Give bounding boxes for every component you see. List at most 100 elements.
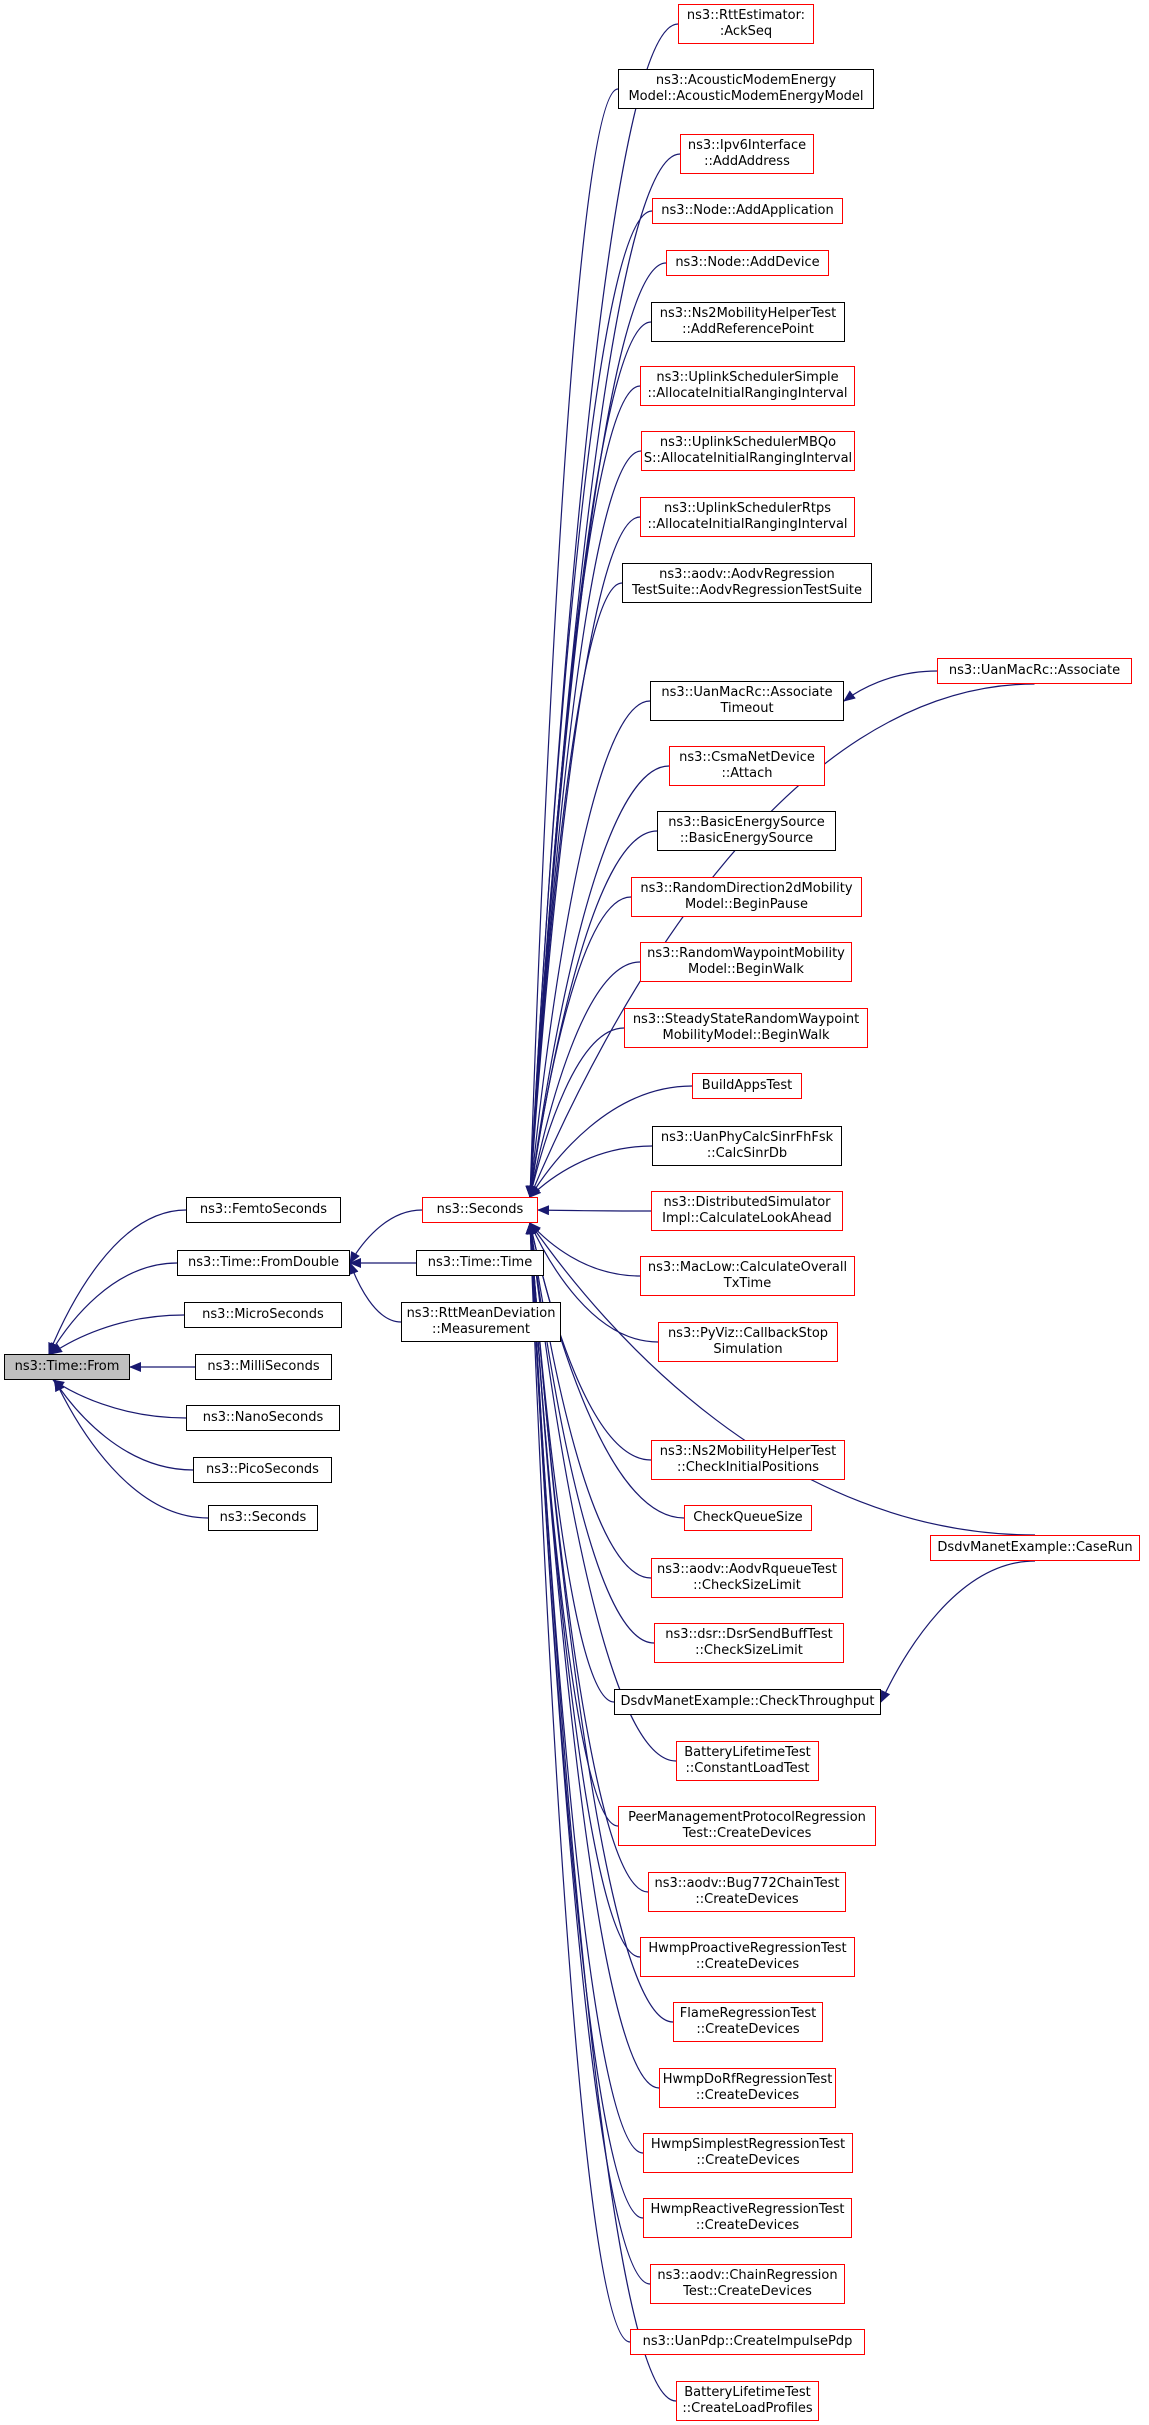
node-basic-energy[interactable]: ns3::BasicEnergySource::BasicEnergySourc… [657, 811, 836, 851]
node-ackseq[interactable]: ns3::RttEstimator::AckSeq [678, 4, 814, 44]
node-label-line: ns3::MacLow::CalculateOverall [647, 1260, 848, 1275]
node-csma-attach[interactable]: ns3::CsmaNetDevice::Attach [669, 746, 825, 786]
node-battery-profiles[interactable]: BatteryLifetimeTest::CreateLoadProfiles [676, 2381, 819, 2421]
node-ipv6-addaddr[interactable]: ns3::Ipv6Interface::AddAddress [680, 134, 814, 174]
node-label-line: ns3::UanMacRc::Associate [948, 663, 1121, 678]
node-node-adddev[interactable]: ns3::Node::AddDevice [666, 250, 829, 276]
node-label-line: ns3::CsmaNetDevice [679, 750, 815, 765]
node-nanoseconds[interactable]: ns3::NanoSeconds [186, 1405, 340, 1431]
node-label-line: ns3::dsr::DsrSendBuffTest [665, 1627, 833, 1642]
node-label-line: ::CheckSizeLimit [695, 1643, 803, 1658]
node-picoseconds[interactable]: ns3::PicoSeconds [193, 1457, 332, 1483]
node-label-line: ns3::BasicEnergySource [668, 815, 825, 830]
node-label-line: ns3::Ns2MobilityHelperTest [659, 306, 837, 321]
node-label-line: ns3::aodv::Bug772ChainTest [654, 1876, 840, 1891]
node-label-line: DsdvManetExample::CheckThroughput [620, 1694, 875, 1709]
node-label-line: Simulation [713, 1342, 783, 1357]
node-label-line: ::CalcSinrDb [706, 1146, 788, 1161]
node-seconds-left[interactable]: ns3::Seconds [208, 1505, 318, 1531]
node-battery-const[interactable]: BatteryLifetimeTest::ConstantLoadTest [676, 1741, 819, 1781]
node-label-line: ::CheckInitialPositions [676, 1460, 820, 1475]
edge-uanphy-calc-to-seconds [529, 1145, 653, 1198]
edge-dsdv-caserun-to-seconds [529, 1222, 1036, 1536]
node-label-line: ::AllocateInitialRangingInterval [647, 517, 848, 532]
node-from-double[interactable]: ns3::Time::FromDouble [177, 1250, 350, 1276]
edge-from-double-to-time-from [49, 1262, 178, 1355]
node-label-line: BatteryLifetimeTest [684, 2385, 811, 2400]
node-uanpdp-impulse[interactable]: ns3::UanPdp::CreateImpulsePdp [630, 2329, 865, 2355]
edge-aodv-regsuite-to-seconds [525, 582, 623, 1198]
node-uanmac-assoc[interactable]: ns3::UanMacRc::Associate [937, 658, 1132, 684]
node-label-line: TxTime [723, 1276, 772, 1291]
node-ns2-checkinit[interactable]: ns3::Ns2MobilityHelperTest::CheckInitial… [651, 1440, 845, 1480]
node-hwmp-proactive[interactable]: HwmpProactiveRegressionTest::CreateDevic… [640, 1937, 855, 1977]
edge-seconds-to-from-double [349, 1209, 423, 1264]
node-seconds[interactable]: ns3::Seconds [422, 1197, 538, 1223]
node-label-line: ns3::MicroSeconds [202, 1307, 324, 1322]
node-dsdv-caserun[interactable]: DsdvManetExample::CaseRun [930, 1535, 1140, 1561]
node-label-line: HwmpReactiveRegressionTest [650, 2202, 845, 2217]
node-label-line: ns3::FemtoSeconds [199, 1202, 328, 1217]
node-label-line: Impl::CalculateLookAhead [662, 1211, 832, 1226]
node-uplink-simple[interactable]: ns3::UplinkSchedulerSimple::AllocateInit… [640, 366, 855, 406]
edge-maclow-calc-to-seconds [529, 1222, 641, 1277]
node-dsdv-throughput[interactable]: DsdvManetExample::CheckThroughput [614, 1689, 881, 1715]
node-hwmp-simplest[interactable]: HwmpSimplestRegressionTest::CreateDevice… [643, 2133, 853, 2173]
node-label-line: ns3::UplinkSchedulerRtps [663, 501, 832, 516]
edge-dist-sim-to-seconds [537, 1205, 652, 1216]
node-build-apps[interactable]: BuildAppsTest [692, 1073, 802, 1099]
node-label-line: ns3::NanoSeconds [202, 1410, 324, 1425]
node-label-line: ns3::aodv::ChainRegression [657, 2268, 838, 2283]
node-label-line: ns3::Time::From [14, 1359, 120, 1374]
node-time-from[interactable]: ns3::Time::From [4, 1354, 130, 1380]
node-milliseconds[interactable]: ns3::MilliSeconds [195, 1354, 332, 1380]
node-time-time[interactable]: ns3::Time::Time [416, 1250, 544, 1276]
node-node-addapp[interactable]: ns3::Node::AddApplication [652, 198, 843, 224]
node-aodv-rqueue[interactable]: ns3::aodv::AodvRqueueTest::CheckSizeLimi… [651, 1558, 843, 1598]
edge-build-apps-to-seconds [529, 1085, 693, 1198]
node-check-queue[interactable]: CheckQueueSize [684, 1505, 812, 1531]
edge-rtt-mean-to-from-double [349, 1262, 402, 1323]
edge-dsr-sendbuff-to-seconds [526, 1222, 655, 1644]
node-ns2-addref[interactable]: ns3::Ns2MobilityHelperTest::AddReference… [651, 302, 845, 342]
node-label-line: ns3::Node::AddDevice [675, 255, 820, 270]
node-uanphy-calc[interactable]: ns3::UanPhyCalcSinrFhFsk::CalcSinrDb [652, 1126, 842, 1166]
node-label-line: ns3::Seconds [219, 1510, 307, 1525]
node-uplink-rtps[interactable]: ns3::UplinkSchedulerRtps::AllocateInitia… [640, 497, 855, 537]
node-femtoseconds[interactable]: ns3::FemtoSeconds [186, 1197, 341, 1223]
node-label-line: BatteryLifetimeTest [684, 1745, 811, 1760]
node-label-line: ::AllocateInitialRangingInterval [647, 386, 848, 401]
node-label-line: ::CreateDevices [695, 1957, 800, 1972]
node-label-line: ::CreateDevices [696, 2153, 800, 2168]
node-aodv-bug772[interactable]: ns3::aodv::Bug772ChainTest::CreateDevice… [648, 1872, 846, 1912]
node-dsr-sendbuff[interactable]: ns3::dsr::DsrSendBuffTest::CheckSizeLimi… [654, 1623, 844, 1663]
node-hwmp-dorf[interactable]: HwmpDoRfRegressionTest::CreateDevices [659, 2068, 836, 2108]
node-hwmp-reactive[interactable]: HwmpReactiveRegressionTest::CreateDevice… [643, 2198, 852, 2238]
node-label-line: ::AddAddress [704, 154, 790, 169]
node-rtt-mean[interactable]: ns3::RttMeanDeviation::Measurement [401, 1302, 561, 1342]
node-label-line: ::BasicEnergySource [679, 831, 814, 846]
node-label-line: Model::AcousticModemEnergyModel [628, 89, 864, 104]
node-microseconds[interactable]: ns3::MicroSeconds [184, 1302, 342, 1328]
node-flame-reg[interactable]: FlameRegressionTest::CreateDevices [673, 2002, 823, 2042]
node-label-line: ::CreateDevices [695, 2088, 800, 2103]
edge-csma-attach-to-seconds [526, 765, 670, 1198]
edge-flame-reg-to-seconds [525, 1222, 674, 2023]
node-label-line: ns3::Ipv6Interface [687, 138, 807, 153]
node-label-line: MobilityModel::BeginWalk [662, 1028, 830, 1043]
edge-uanpdp-impulse-to-seconds [525, 1222, 631, 2343]
edge-uanmac-assoc-to-seconds [529, 683, 1035, 1198]
